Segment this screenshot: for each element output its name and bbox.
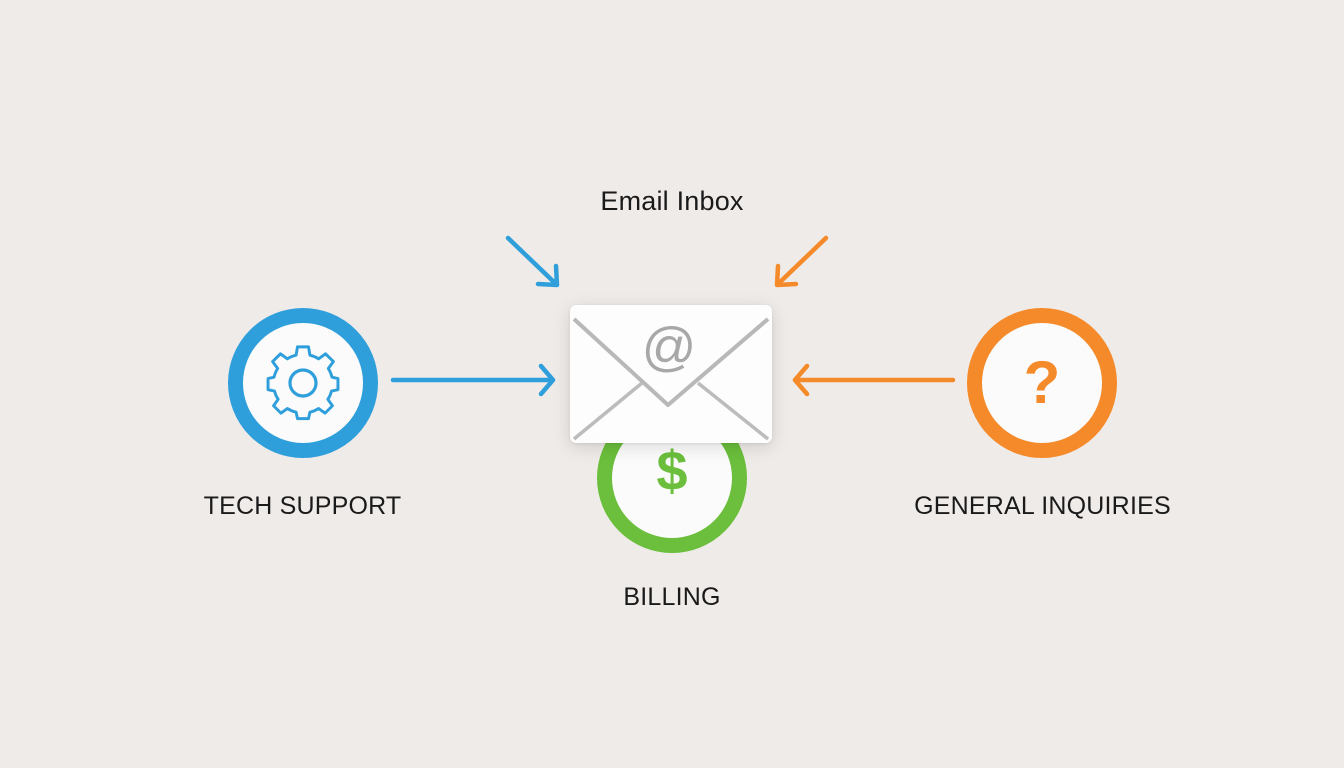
email-inbox-envelope: @ xyxy=(570,305,772,443)
at-sign-icon: @ xyxy=(642,317,697,377)
arrow-general-inquiries-to-inbox-icon xyxy=(792,363,956,397)
gear-icon xyxy=(266,345,340,421)
tech-support-label: TECH SUPPORT xyxy=(203,492,402,520)
dollar-icon: $ xyxy=(656,439,688,502)
general-inquiries-label: GENERAL INQUIRIES xyxy=(914,492,1171,520)
question-icon: ? xyxy=(1023,349,1061,416)
arrow-blue-diagonal-icon xyxy=(505,235,560,288)
arrow-orange-diagonal-icon xyxy=(774,235,829,288)
billing-label: BILLING xyxy=(623,583,721,611)
tech-support-node xyxy=(228,308,378,458)
diagram-title: Email Inbox xyxy=(600,186,744,216)
general-inquiries-node: ? xyxy=(967,308,1117,458)
envelope-icon: @ xyxy=(572,317,770,441)
arrow-tech-support-to-inbox-icon xyxy=(390,363,556,397)
